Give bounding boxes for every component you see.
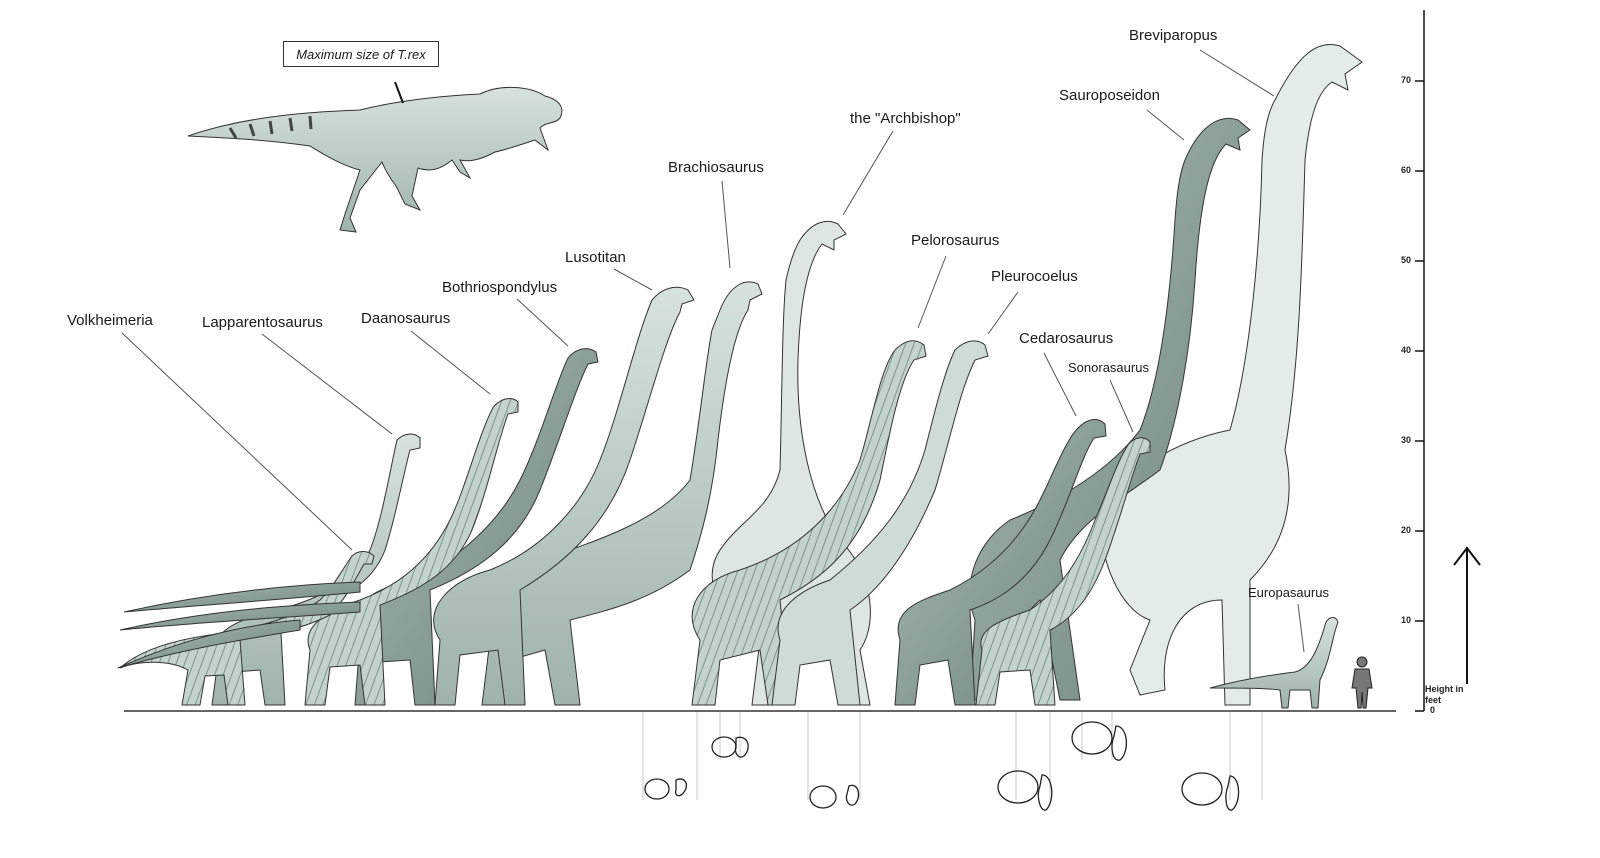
human-figure [1351,656,1373,709]
leader-lines [121,49,1305,653]
sonorasaurus-illustration [975,437,1151,706]
footprint-hind [1181,772,1223,806]
footprint-fore [674,778,688,797]
label-brachiosaurus: Brachiosaurus [668,159,764,176]
tails-left [117,581,361,669]
label-pleurocoelus: Pleurocoelus [991,268,1078,285]
tick-70: 70 [1401,75,1412,85]
footprint-fore [1111,725,1127,761]
footprint-fore [1037,774,1053,811]
pelorosaurus-illustration [691,340,927,706]
footprints [644,721,1240,811]
height-axis [1415,10,1425,712]
footprint-fore [734,736,749,758]
label-daanosaurus: Daanosaurus [361,310,451,327]
label-sauroposeidon: Sauroposeidon [1059,87,1160,104]
lusotitan-illustration [433,286,695,706]
tick-0: 0 [1430,705,1436,715]
cedarosaurus-illustration [894,419,1107,706]
daanosaurus-illustration [304,398,519,706]
tick-20: 20 [1401,525,1412,535]
brachiosaurus-illustration [481,281,763,706]
tick-60: 60 [1401,165,1412,175]
footprint-hind [997,770,1039,804]
axis-caption-line1: Height in [1425,684,1464,694]
label-bothriospondylus: Bothriospondylus [442,279,558,296]
label-volkheimeria: Volkheimeria [67,312,153,329]
lapparentosaurus-illustration [211,433,421,706]
trex-illustration [187,86,563,233]
footprint-hind [809,785,837,809]
label-pelorosaurus: Pelorosaurus [911,232,1000,249]
tick-40: 40 [1401,345,1412,355]
label-breviparopus: Breviparopus [1129,27,1218,44]
footprint-fore [1225,775,1240,811]
footprint-fore [845,784,860,806]
europasaurus-illustration [1209,617,1339,709]
tick-50: 50 [1401,255,1412,265]
footprint-guides [642,712,1263,800]
label-europasaurus: Europasaurus [1248,585,1329,600]
label-archbishop: the "Archbishop" [850,110,961,127]
tick-30: 30 [1401,435,1412,445]
breviparopus-illustration [1099,44,1363,706]
footprint-hind [1071,721,1113,755]
axis-caption-line2: feet [1425,695,1442,705]
label-sonorasaurus: Sonorasaurus [1068,360,1149,375]
label-lusotitan: Lusotitan [565,249,626,266]
footprint-hind [644,778,670,800]
footprint-hind [711,736,737,758]
sauroposeidon-illustration [969,118,1251,701]
trex-title-box: Maximum size of T.rex [283,41,439,67]
label-cedarosaurus: Cedarosaurus [1019,330,1114,347]
pleurocoelus-illustration [771,340,989,706]
tick-10: 10 [1401,615,1412,625]
label-lapparentosaurus: Lapparentosaurus [202,314,323,331]
up-arrow-icon [1453,546,1481,684]
axis-caption: Height in feet [1425,684,1475,706]
